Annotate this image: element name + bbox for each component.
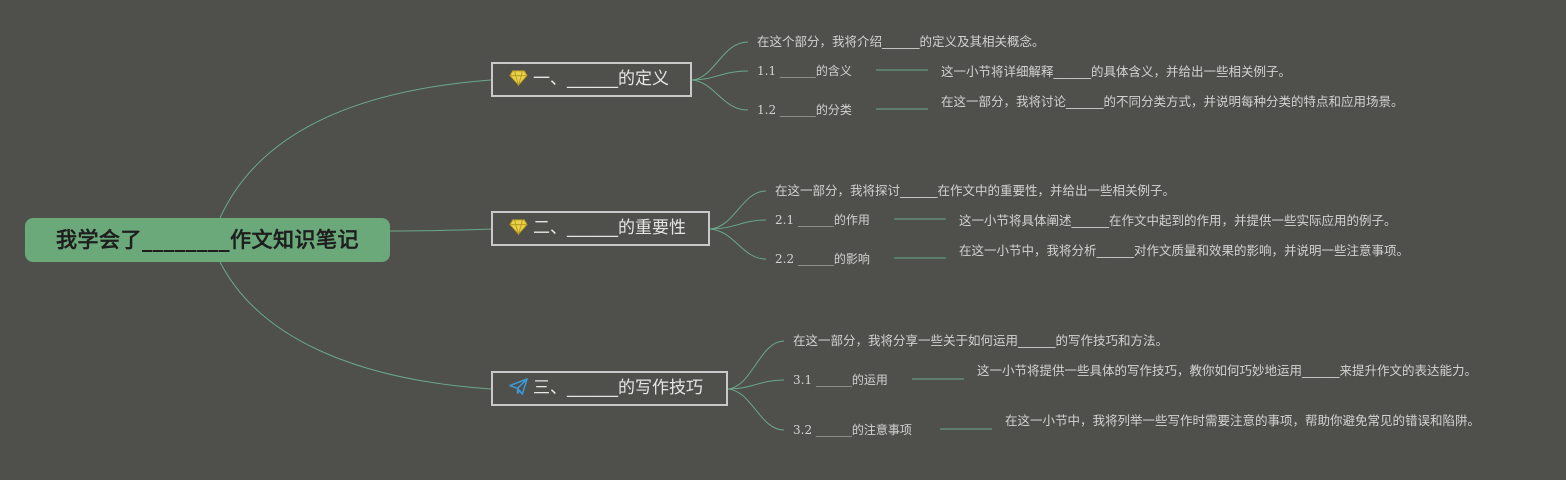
topic-writing-skills[interactable]: 三、______的写作技巧 — [491, 371, 728, 406]
topic-1-item-2[interactable]: 1.2 ______的分类 — [757, 103, 852, 117]
topic-2-item-1-desc[interactable]: 这一小节将具体阐述______在作文中起到的作用，并提供一些实际应用的例子。 — [959, 213, 1397, 228]
connector-t3-intro — [727, 340, 785, 390]
connector-t3-item2 — [727, 388, 785, 431]
topic-2-item-2[interactable]: 2.2 ______的影响 — [775, 252, 870, 266]
topic-3-intro[interactable]: 在这一部分，我将分享一些关于如何运用______的写作技巧和方法。 — [793, 333, 1169, 348]
topic-label: 一、______的定义 — [533, 69, 669, 89]
topic-2-item-1[interactable]: 2.1 ______的作用 — [775, 213, 870, 227]
topic-importance[interactable]: 二、______的重要性 — [491, 211, 710, 246]
root-node[interactable]: 我学会了________作文知识笔记 — [25, 218, 390, 262]
topic-1-intro[interactable]: 在这个部分，我将介绍______的定义及其相关概念。 — [757, 34, 1045, 49]
connector-root-topic-2 — [389, 228, 492, 232]
connector-t2-item2 — [709, 228, 767, 260]
topic-1-item-1-desc[interactable]: 这一小节将详细解释______的具体含义，并给出一些相关例子。 — [941, 64, 1292, 79]
topic-definition[interactable]: 一、______的定义 — [491, 62, 692, 97]
connector-t1-item1 — [691, 70, 749, 81]
topic-3-item-1[interactable]: 3.1 ______的运用 — [793, 373, 888, 387]
topic-3-item-1-desc[interactable]: 这一小节将提供一些具体的写作技巧，教你如何巧妙地运用______来提升作文的表达… — [977, 363, 1478, 378]
topic-1-item-2-desc[interactable]: 在这一部分，我将讨论______的不同分类方式，并说明每种分类的特点和应用场景。 — [941, 94, 1404, 109]
connector-t1-intro — [691, 41, 749, 81]
connector-t2-intro — [709, 190, 767, 230]
connector-t1-item2 — [691, 79, 749, 111]
connector-t3-item1 — [727, 379, 785, 390]
topic-1-item-1[interactable]: 1.1 ______的含义 — [757, 64, 852, 78]
paper-plane-icon — [509, 378, 528, 395]
gem-icon — [509, 219, 528, 236]
topic-label: 二、______的重要性 — [533, 218, 686, 238]
connector-root-topic-1 — [219, 79, 492, 219]
topic-3-item-2[interactable]: 3.2 ______的注意事项 — [793, 423, 912, 437]
connector-root-topic-3 — [219, 261, 492, 390]
topic-2-intro[interactable]: 在这一部分，我将探讨______在作文中的重要性，并给出一些相关例子。 — [775, 183, 1176, 198]
connector-t2-item1 — [709, 219, 767, 230]
gem-icon — [509, 70, 528, 87]
topic-3-item-2-desc[interactable]: 在这一小节中，我将列举一些写作时需要注意的事项，帮助你避免常见的错误和陷阱。 — [1005, 413, 1481, 428]
topic-2-item-2-desc[interactable]: 在这一小节中，我将分析______对作文质量和效果的影响，并说明一些注意事项。 — [959, 243, 1410, 258]
root-title: 我学会了________作文知识笔记 — [56, 228, 359, 252]
topic-label: 三、______的写作技巧 — [533, 378, 703, 398]
